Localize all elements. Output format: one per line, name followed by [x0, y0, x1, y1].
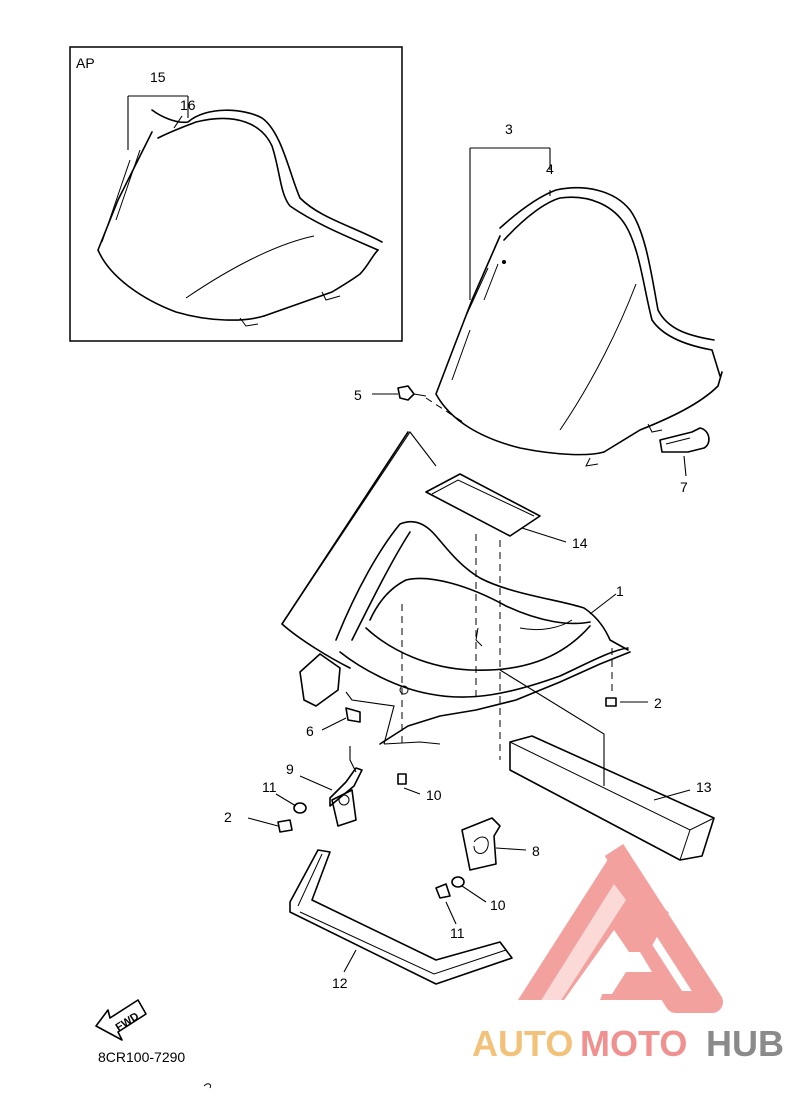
watermark-auto: AUTO — [472, 1023, 573, 1064]
watermark-logo — [518, 844, 723, 1013]
washer-10-right: 10 — [451, 876, 506, 913]
nut-11-left: 2 — [224, 809, 293, 833]
well-nut-7: 7 — [659, 427, 710, 495]
watermark-text: AUTO MOTO HUB — [472, 1023, 784, 1064]
callout-2-right: 2 — [654, 695, 662, 711]
grommet-6: 6 — [306, 707, 361, 739]
callout-2-left: 10 — [426, 787, 442, 803]
screw-5: 5 — [354, 385, 467, 425]
trim-12: 12 — [289, 849, 513, 991]
fwd-arrow: FWD — [95, 999, 147, 1041]
washer-10-left: 11 — [262, 779, 307, 814]
callout-14: 14 — [572, 535, 588, 551]
callout-15: 15 — [150, 69, 166, 85]
callout-7: 7 — [680, 479, 688, 495]
cowling-1: 1 — [281, 431, 631, 745]
sponge-13: 13 — [509, 735, 715, 861]
inset-windscreen — [97, 109, 383, 327]
watermark-moto: MOTO — [580, 1023, 687, 1064]
callout-11-right: 11 — [450, 925, 465, 941]
callout-10-left: 11 — [262, 779, 277, 795]
callout-3: 3 — [505, 121, 513, 137]
screw-2-right: 2 — [605, 695, 662, 711]
callout-5: 5 — [354, 387, 362, 403]
callout-16: 16 — [180, 97, 196, 113]
callout-11-left: 2 — [224, 809, 232, 825]
pad-14: 14 — [425, 473, 588, 551]
callout-9: 9 — [286, 761, 294, 777]
screw-2-left: 10 — [397, 773, 442, 803]
callout-12: 12 — [332, 975, 348, 991]
callout-4: 4 — [546, 161, 554, 177]
watermark-hub: HUB — [706, 1023, 784, 1064]
scan-mark — [203, 1083, 211, 1089]
callout-10-right: 10 — [490, 897, 506, 913]
diagram-code: 8CR100-7290 — [98, 1049, 185, 1065]
nut-11-right: 11 — [435, 883, 465, 941]
inset-label: AP — [76, 55, 95, 71]
bracket-8: 8 — [461, 817, 540, 871]
callout-8: 8 — [532, 843, 540, 859]
callout-13: 13 — [696, 779, 712, 795]
windscreen: 3 4 — [435, 121, 723, 467]
assembly-lines — [281, 431, 613, 786]
callout-6: 6 — [306, 723, 314, 739]
inset-panel: AP 15 16 — [69, 46, 403, 342]
bracket-9: 9 — [286, 761, 363, 827]
callout-1: 1 — [616, 583, 624, 599]
